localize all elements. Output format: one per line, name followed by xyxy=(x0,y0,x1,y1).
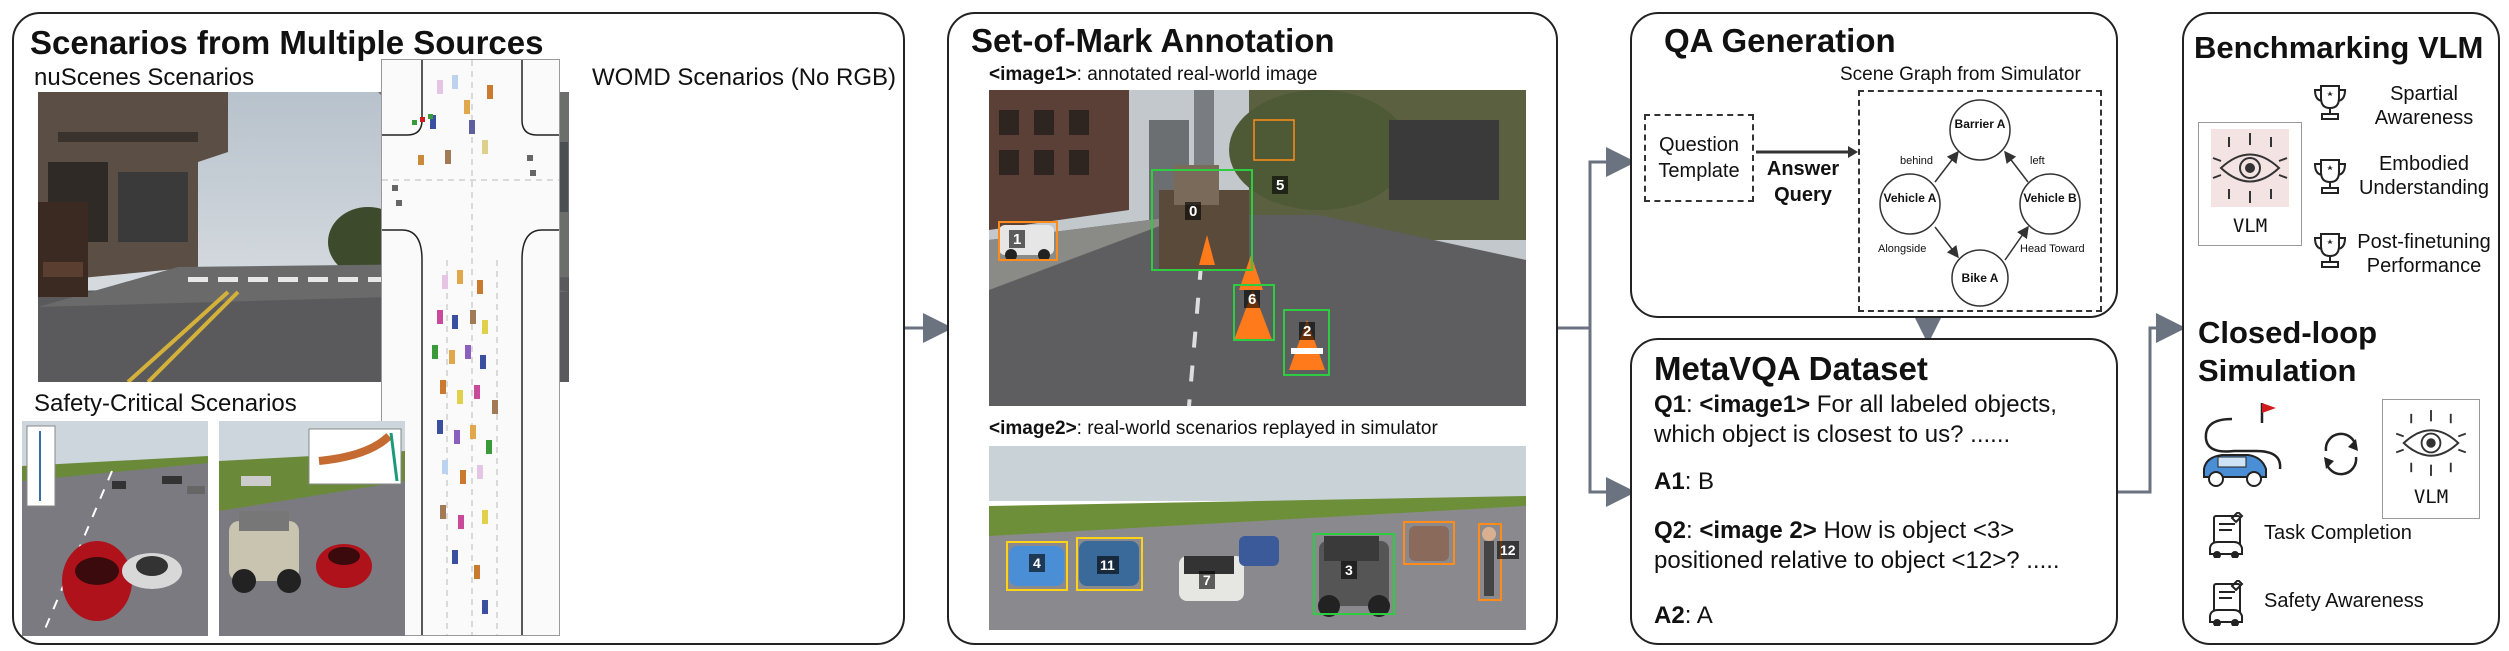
arrow-annotation-split xyxy=(1558,160,1628,494)
panel-scenarios: Scenarios from Multiple Sources nuScenes… xyxy=(12,12,905,645)
scene-graph-title: Scene Graph from Simulator xyxy=(1840,64,2081,85)
panel-scenarios-title: Scenarios from Multiple Sources xyxy=(30,24,544,61)
safety-critical-label: Safety-Critical Scenarios xyxy=(34,390,297,417)
q2-block: Q2: <image 2> How is object <3> position… xyxy=(1654,517,2060,574)
mark-real-2: 2 xyxy=(1303,323,1311,340)
a2-label: A2 xyxy=(1654,602,1685,629)
q1-text: For all labeled objects, which object is… xyxy=(1654,391,2057,448)
image1-caption-text: : annotated real-world image xyxy=(1076,64,1318,85)
car-flag-icon xyxy=(2203,403,2282,487)
simulator-replay-image: 3 4 7 11 12 xyxy=(989,446,1526,630)
q1-block: Q1: <image1> For all labeled objects, wh… xyxy=(1654,391,2057,448)
vlm-icon-box: VLM xyxy=(2198,122,2302,246)
question-template-label: Question Template xyxy=(1658,134,1740,182)
image2-caption: <image2>: real-world scenarios replayed … xyxy=(989,418,1438,440)
q2-label: Q2 xyxy=(1654,517,1687,544)
vlm-eye-chip-icon xyxy=(2211,129,2289,207)
nuscenes-label: nuScenes Scenarios xyxy=(34,64,255,91)
a2-text: A xyxy=(1696,602,1713,629)
mark-sim-12: 12 xyxy=(1500,542,1516,558)
vlm-label: VLM xyxy=(2232,215,2268,237)
panel-metavqa-dataset-title: MetaVQA Dataset xyxy=(1654,350,1928,387)
trophy-icon xyxy=(2313,159,2347,194)
edge-behind: behind xyxy=(1900,155,1933,167)
trophy-icon xyxy=(2313,85,2347,120)
annotated-real-image: 0 1 2 5 6 xyxy=(989,90,1526,406)
vlm-label-2: VLM xyxy=(2413,486,2449,508)
mark-sim-7: 7 xyxy=(1203,572,1211,588)
edge-left: left xyxy=(2030,155,2045,167)
panel-benchmarking: Benchmarking VLM VLM Spartial Awareness xyxy=(2182,12,2500,645)
answer-query-arrow xyxy=(1756,146,1858,158)
answer-query-label: Answer Query xyxy=(1766,158,1840,206)
womd-label: WOMD Scenarios (No RGB) xyxy=(592,64,897,91)
panel-qa-generation-title: QA Generation xyxy=(1664,22,1896,59)
node-vehicle-b: Vehicle B xyxy=(2023,191,2077,205)
mark-real-6: 6 xyxy=(1248,291,1256,308)
node-barrier-a: Barrier A xyxy=(1955,117,2006,131)
closed-item-safety-awareness: Safety Awareness xyxy=(2264,590,2424,612)
image2-caption-text: : real-world scenarios replayed in simul… xyxy=(1076,418,1438,439)
closed-loop-title: Closed-loop Simulation xyxy=(2198,315,2378,388)
edge-alongside: Alongside xyxy=(1878,243,1926,255)
a1-block: A1: B xyxy=(1654,468,1715,495)
vlm-icon-box-2: VLM xyxy=(2382,399,2480,519)
panel-set-of-mark-title: Set-of-Mark Annotation xyxy=(971,22,1335,59)
bench-item-embodied: Embodied Understanding xyxy=(2358,153,2490,199)
closed-item-task-completion: Task Completion xyxy=(2264,522,2412,544)
q2-tag: <image 2> xyxy=(1699,517,1817,544)
image1-caption: <image1>: annotated real-world image xyxy=(989,64,1317,86)
arrow-dataset-to-benchmark xyxy=(2118,313,2186,494)
edge-head-toward: Head Toward xyxy=(2020,243,2085,255)
a2-block: A2: A xyxy=(1654,602,1713,629)
mark-real-0: 0 xyxy=(1189,203,1197,220)
mark-sim-4: 4 xyxy=(1033,555,1041,571)
a1-label: A1 xyxy=(1654,468,1685,495)
panel-benchmarking-title: Benchmarking VLM xyxy=(2194,30,2484,65)
trophy-icon xyxy=(2313,233,2347,268)
mark-sim-11: 11 xyxy=(1100,557,1115,573)
cycle-arrows-icon xyxy=(2324,432,2358,476)
checklist-car-icon xyxy=(2209,512,2244,558)
scene-graph-box: Barrier A Vehicle A Vehicle B Bike A beh… xyxy=(1858,90,2102,312)
q1-tag: <image1> xyxy=(1699,391,1811,418)
vlm-eye-chip-icon xyxy=(2395,410,2467,476)
panel-metavqa-dataset: MetaVQA Dataset Q1: <image1> For all lab… xyxy=(1630,338,2118,645)
bench-item-spatial: Spartial Awareness xyxy=(2374,83,2474,129)
q2-text: How is object <3> positioned relative to… xyxy=(1654,517,2060,574)
a1-text: B xyxy=(1698,468,1715,495)
checklist-car-icon xyxy=(2209,580,2244,626)
panel-qa-generation: QA Generation Scene Graph from Simulator… xyxy=(1630,12,2118,318)
panel-set-of-mark: Set-of-Mark Annotation <image1>: annotat… xyxy=(947,12,1558,645)
image1-tag: <image1> xyxy=(989,64,1077,85)
question-template-box: Question Template xyxy=(1644,114,1754,202)
mark-real-1: 1 xyxy=(1013,231,1021,248)
mark-sim-3: 3 xyxy=(1345,562,1353,578)
mark-real-5: 5 xyxy=(1276,177,1284,194)
node-bike-a: Bike A xyxy=(1962,271,1999,285)
safety-critical-image-1 xyxy=(22,421,208,636)
womd-image xyxy=(381,59,560,636)
safety-critical-image-2 xyxy=(219,421,405,636)
q1-label: Q1 xyxy=(1654,391,1687,418)
image2-tag: <image2> xyxy=(989,418,1077,439)
node-vehicle-a: Vehicle A xyxy=(1884,191,1937,205)
bench-item-post-finetuning: Post-finetuning Performance xyxy=(2357,231,2491,277)
